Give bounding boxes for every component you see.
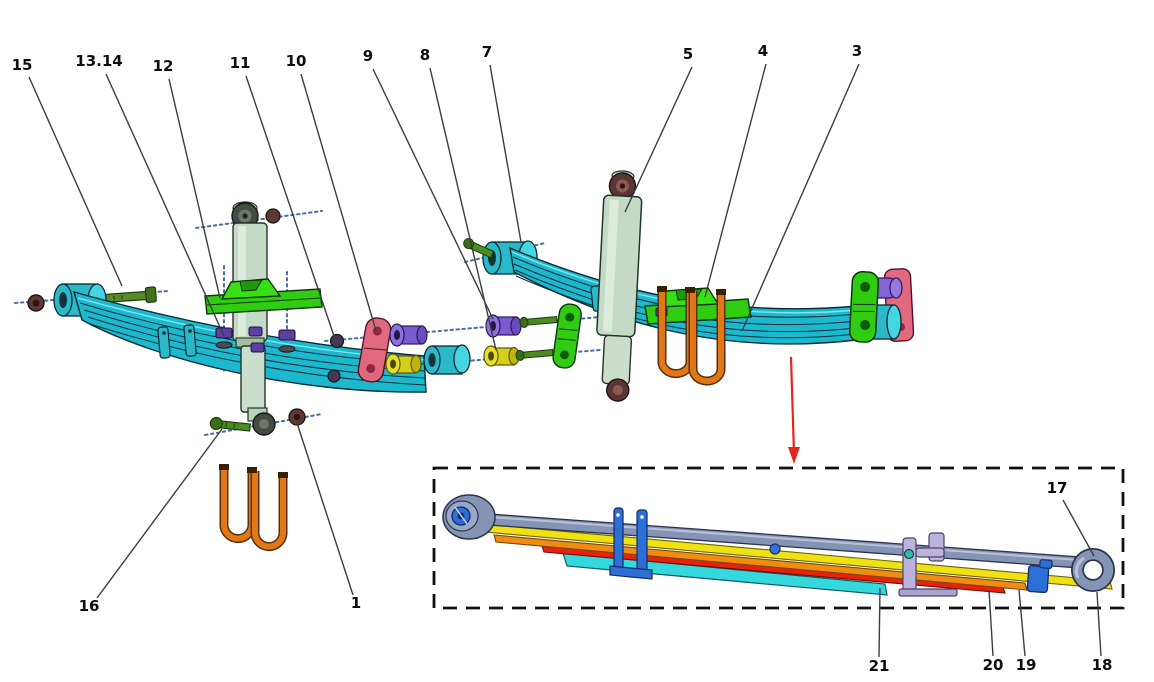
shackle-bolt-lower <box>515 348 554 361</box>
shackle-link-pink <box>357 317 392 383</box>
inset-detail-view <box>432 466 1125 610</box>
spring-clips <box>157 324 197 359</box>
callout-5: 5 <box>683 45 693 63</box>
callout-leader-lines <box>28 63 1102 658</box>
callout-16: 16 <box>79 597 100 615</box>
rear-spring-eye-cyan <box>423 344 471 375</box>
spring-seat-plate <box>204 278 323 315</box>
callout-9: 9 <box>363 47 373 65</box>
front-u-bolts <box>219 464 288 552</box>
rear-u-bolts <box>657 286 726 386</box>
upper-bushing-purple-2 <box>485 314 522 338</box>
callout-17: 17 <box>1047 479 1068 497</box>
callout-15: 15 <box>12 56 33 74</box>
lower-bushing-yellow <box>385 353 422 375</box>
callout-13-14: 13.14 <box>75 52 122 70</box>
seat-washers-and-nuts <box>215 327 296 353</box>
callout-12: 12 <box>153 57 174 75</box>
callout-10: 10 <box>286 52 307 70</box>
callout-11: 11 <box>230 54 251 72</box>
shock-lower-nut <box>288 408 306 426</box>
upper-bushing-purple <box>389 323 428 347</box>
front-shackle-group <box>327 317 471 383</box>
callout-21: 21 <box>869 657 890 675</box>
front-spring-assembly <box>27 201 471 552</box>
inset-center-bracket <box>898 532 958 597</box>
shackle-plate-green <box>552 303 582 369</box>
callout-4: 4 <box>758 42 768 60</box>
inset-front-eye <box>442 494 496 540</box>
rear-spring-assembly <box>463 170 915 464</box>
callout-8: 8 <box>420 46 430 64</box>
callout-7: 7 <box>482 43 492 61</box>
inset-spring-clip-right <box>1026 559 1053 594</box>
rear-shackle-end <box>848 268 915 343</box>
front-shock-absorber <box>231 201 281 436</box>
detail-pointer-arrow <box>788 356 800 464</box>
callout-3: 3 <box>852 42 862 60</box>
inset-dashed-border <box>432 466 1125 610</box>
inset-center-bolt <box>769 543 781 555</box>
shock-lower-bolt <box>209 416 252 432</box>
callout-18: 18 <box>1092 656 1113 674</box>
lower-bushing-yellow-2 <box>483 345 520 367</box>
shackle-lock-nut <box>329 333 345 349</box>
inset-wrap-eye <box>1071 548 1115 592</box>
shackle-bolt-upper <box>519 315 558 328</box>
callout-labels: 15 13.14 12 11 10 9 8 7 5 4 3 16 1 17 21… <box>12 42 1113 675</box>
rear-shock-absorber <box>596 170 643 402</box>
callout-20: 20 <box>983 656 1004 674</box>
front-eye-nut <box>27 294 45 312</box>
callout-19: 19 <box>1016 656 1037 674</box>
callout-1: 1 <box>351 594 361 612</box>
inset-spring-clip-left <box>609 507 653 580</box>
